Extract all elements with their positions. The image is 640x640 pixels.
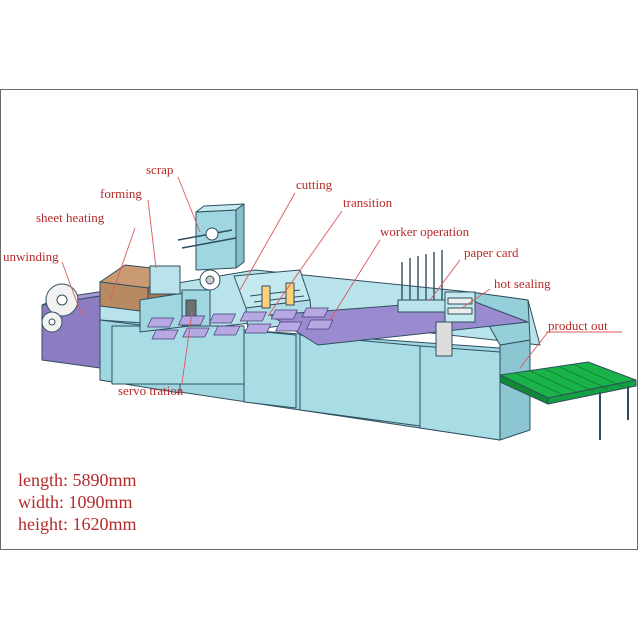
spec-width: width: 1090mm (18, 492, 133, 512)
machine-dimensions: length: 5890mm width: 1090mm height: 162… (18, 469, 137, 535)
label-hot-sealing: hot sealing (494, 276, 551, 291)
scrap-tower (195, 209, 237, 271)
label-sheet-heating: sheet heating (36, 210, 105, 225)
cabinet-panel-3 (299, 334, 421, 427)
cabinet-panel-1 (111, 325, 245, 385)
spec-height: height: 1620mm (18, 514, 137, 534)
label-paper-card: paper card (464, 245, 519, 260)
leader-lines (61, 176, 622, 384)
diagram-frame (0, 89, 638, 550)
spec-length: length: 5890mm (18, 470, 137, 490)
label-forming: forming (100, 186, 142, 201)
hot-sealing-station (444, 291, 476, 323)
label-servo-tration: servo tration (118, 383, 184, 398)
label-cutting: cutting (296, 177, 333, 192)
cabinet-panel-2 (243, 329, 297, 409)
label-product-out: product out (548, 318, 608, 333)
label-unwinding: unwinding (3, 249, 59, 264)
label-scrap: scrap (146, 162, 174, 177)
label-worker-operation: worker operation (380, 224, 470, 239)
cabinet-panel-4 (419, 345, 501, 441)
label-transition: transition (343, 195, 393, 210)
